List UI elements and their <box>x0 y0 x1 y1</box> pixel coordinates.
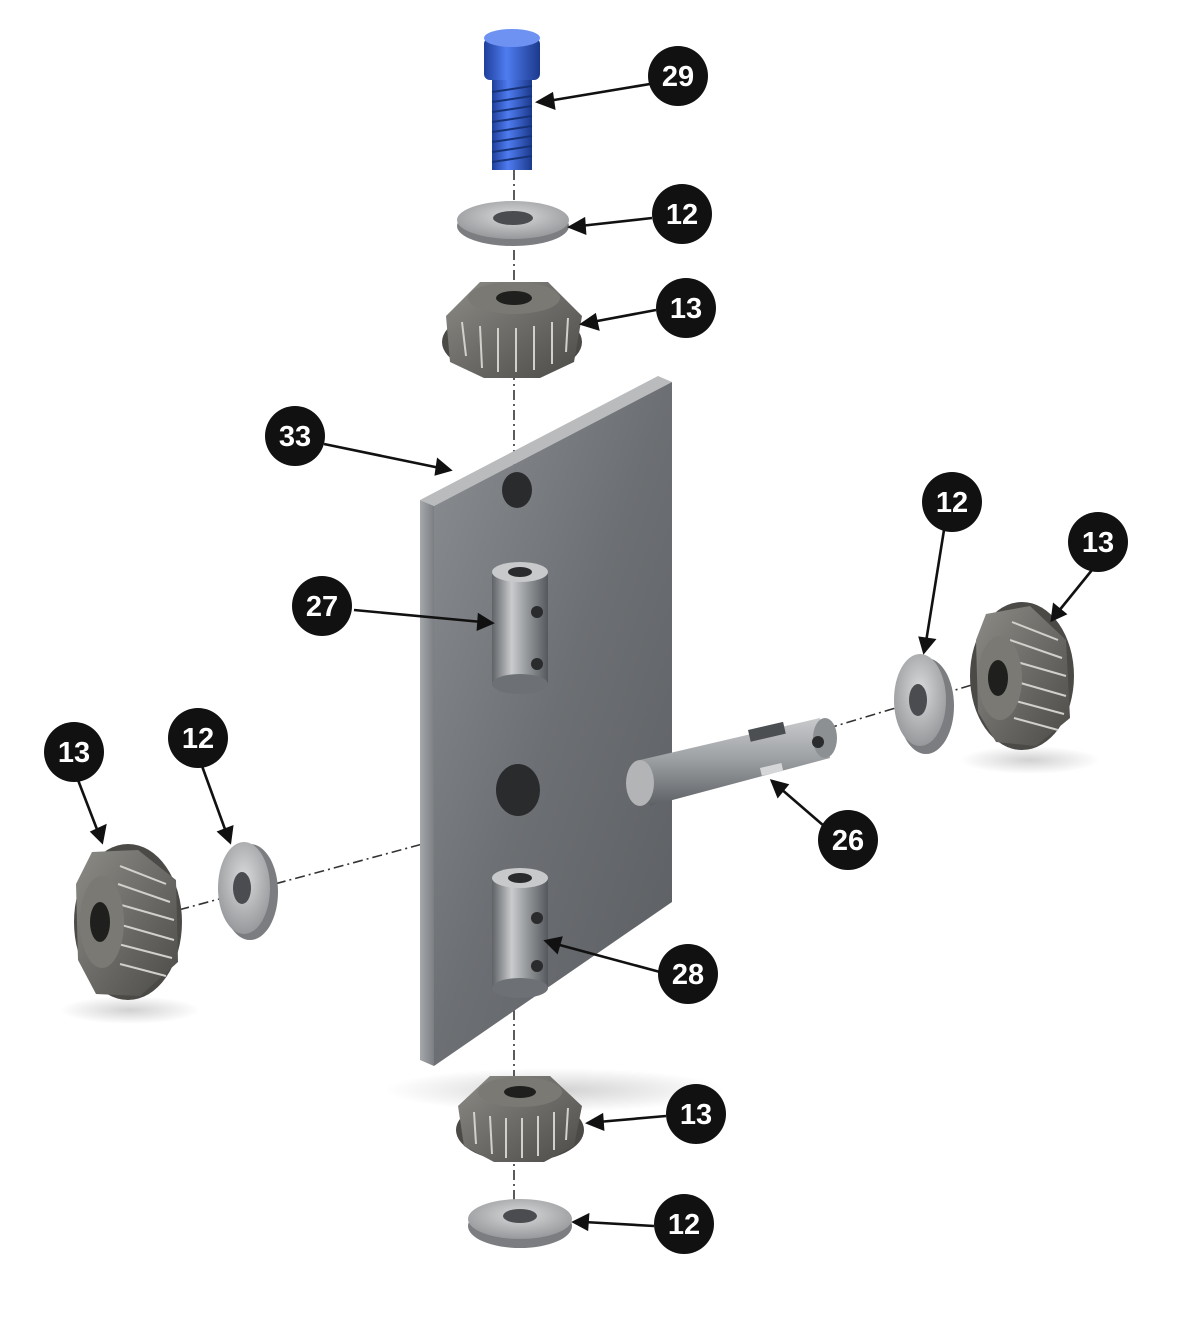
sleeve-28 <box>492 868 548 998</box>
left-axis-line <box>159 841 431 916</box>
gear-left <box>74 844 182 1000</box>
callout-12-left-label: 12 <box>182 723 214 755</box>
washer-right <box>894 654 954 754</box>
callout-26: 26 <box>818 810 878 870</box>
plate-hole-center <box>496 764 540 816</box>
callout-12-right-label: 12 <box>936 487 968 519</box>
callout-12-bottom: 12 <box>654 1194 714 1254</box>
callout-12-top-label: 12 <box>666 199 698 231</box>
gear-top <box>442 282 582 378</box>
shaft-26 <box>626 718 837 806</box>
plate-side <box>420 500 434 1066</box>
screw-29 <box>484 29 540 170</box>
callout-12-left: 12 <box>168 708 228 768</box>
callout-27-label: 27 <box>306 591 338 623</box>
washer-left <box>218 842 278 940</box>
callout-28-label: 28 <box>672 959 704 991</box>
callout-26-label: 26 <box>832 825 864 857</box>
callout-13-left-label: 13 <box>58 737 90 769</box>
callout-29-label: 29 <box>662 61 694 93</box>
callout-33-label: 33 <box>279 421 311 453</box>
washer-bottom <box>468 1199 572 1248</box>
callout-33: 33 <box>265 406 325 466</box>
callout-13-bottom-label: 13 <box>680 1099 712 1131</box>
plate-edge <box>420 376 672 506</box>
washer-top <box>457 201 569 246</box>
callout-13-top: 13 <box>656 278 716 338</box>
callouts: 29 12 13 33 27 12 13 13 <box>44 46 1128 1254</box>
plate-hole-top <box>502 472 532 508</box>
callout-13-right: 13 <box>1068 512 1128 572</box>
leader-lines <box>76 82 1094 1232</box>
callout-13-bottom: 13 <box>666 1084 726 1144</box>
callout-29: 29 <box>648 46 708 106</box>
gear-right <box>970 602 1074 750</box>
callout-13-left: 13 <box>44 722 104 782</box>
callout-28: 28 <box>658 944 718 1004</box>
callout-12-bottom-label: 12 <box>668 1209 700 1241</box>
callout-13-top-label: 13 <box>670 293 702 325</box>
callout-12-top: 12 <box>652 184 712 244</box>
gear-bottom <box>456 1076 584 1162</box>
sleeve-27 <box>492 562 548 694</box>
callout-27: 27 <box>292 576 352 636</box>
callout-12-right: 12 <box>922 472 982 532</box>
callout-13-right-label: 13 <box>1082 527 1114 559</box>
